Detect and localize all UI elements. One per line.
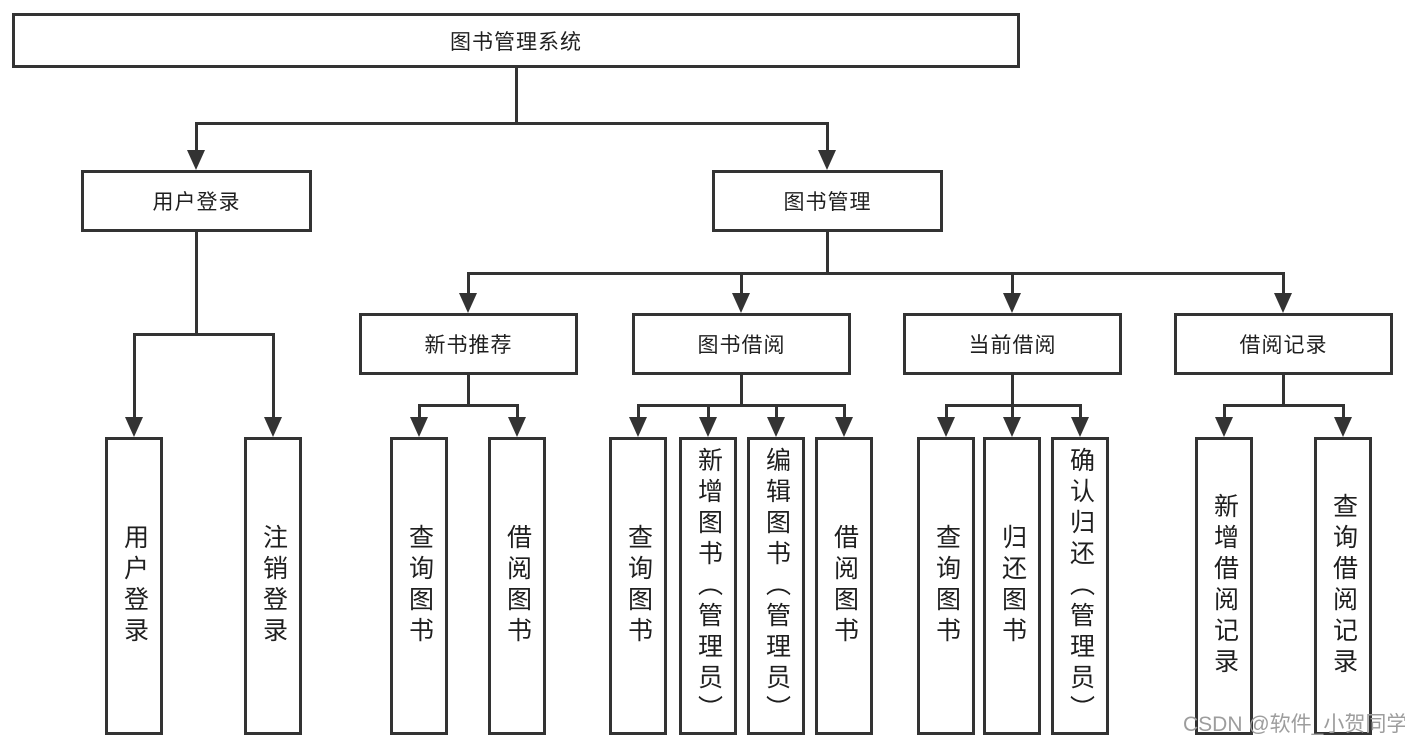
leaf-query-borrow-record: 查询借阅记录 bbox=[1314, 437, 1372, 735]
leaf-query-books-recommend: 查询图书 bbox=[390, 437, 448, 735]
connector-vline bbox=[1011, 272, 1014, 295]
node-library-management-system: 图书管理系统 bbox=[12, 13, 1020, 68]
csdn-watermark: CSDN @软件_小贺同学 bbox=[1183, 713, 1405, 736]
arrow-down-icon bbox=[1334, 417, 1352, 437]
connector-vline bbox=[707, 404, 710, 420]
arrow-down-icon bbox=[264, 417, 282, 437]
leaf-add-borrow-record: 新增借阅记录 bbox=[1195, 437, 1253, 735]
connector-vline bbox=[740, 375, 743, 407]
connector-vline bbox=[467, 375, 470, 407]
leaf-logout: 注销登录 bbox=[244, 437, 302, 735]
node-label: 用户登录 bbox=[152, 191, 241, 214]
arrow-down-icon bbox=[732, 293, 750, 313]
connector-vline bbox=[637, 404, 640, 420]
connector-vline bbox=[515, 68, 518, 124]
leaf-return-books: 归还图书 bbox=[983, 437, 1041, 735]
connector-vline bbox=[467, 272, 470, 295]
connector-vline bbox=[843, 404, 846, 420]
leaf-label: 借阅图书 bbox=[830, 524, 859, 648]
leaf-query-books-current: 查询图书 bbox=[917, 437, 975, 735]
connector-hline bbox=[195, 122, 829, 125]
arrow-down-icon bbox=[125, 417, 143, 437]
leaf-edit-books-admin: 编辑图书（管理员） bbox=[747, 437, 805, 735]
node-user-login: 用户登录 bbox=[81, 170, 312, 232]
connector-vline bbox=[740, 272, 743, 295]
arrow-down-icon bbox=[1003, 417, 1021, 437]
arrow-down-icon bbox=[508, 417, 526, 437]
node-label: 新书推荐 bbox=[424, 334, 513, 357]
leaf-confirm-return-admin: 确认归还（管理员） bbox=[1051, 437, 1109, 735]
arrow-down-icon bbox=[187, 150, 205, 170]
connector-vline bbox=[195, 122, 198, 154]
connector-vline bbox=[945, 404, 948, 420]
leaf-label: 用户登录 bbox=[120, 524, 149, 648]
leaf-label: 查询图书 bbox=[932, 524, 961, 648]
arrow-down-icon bbox=[937, 417, 955, 437]
leaf-label: 确认归还（管理员） bbox=[1066, 446, 1095, 726]
connector-vline bbox=[826, 232, 829, 275]
connector-hline bbox=[1223, 404, 1345, 407]
connector-vline bbox=[775, 404, 778, 420]
arrow-down-icon bbox=[629, 417, 647, 437]
leaf-label: 借阅图书 bbox=[503, 524, 532, 648]
leaf-query-books-borrow: 查询图书 bbox=[609, 437, 667, 735]
connector-vline bbox=[195, 232, 198, 336]
node-new-book-recommendation: 新书推荐 bbox=[359, 313, 578, 375]
leaf-label: 新增图书（管理员） bbox=[694, 446, 723, 726]
connector-vline bbox=[1011, 404, 1014, 420]
connector-vline bbox=[1079, 404, 1082, 420]
arrow-down-icon bbox=[699, 417, 717, 437]
arrow-down-icon bbox=[835, 417, 853, 437]
connector-vline bbox=[1011, 375, 1014, 407]
connector-hline bbox=[133, 333, 275, 336]
arrow-down-icon bbox=[1071, 417, 1089, 437]
leaf-label: 新增借阅记录 bbox=[1210, 493, 1239, 679]
connector-vline bbox=[1282, 375, 1285, 407]
node-book-borrowing: 图书借阅 bbox=[632, 313, 851, 375]
node-label: 图书管理 bbox=[783, 191, 872, 214]
connector-vline bbox=[516, 404, 519, 420]
arrow-down-icon bbox=[1274, 293, 1292, 313]
node-label: 图书管理系统 bbox=[450, 30, 582, 54]
arrow-down-icon bbox=[1215, 417, 1233, 437]
leaf-borrow-books-recommend: 借阅图书 bbox=[488, 437, 546, 735]
arrow-down-icon bbox=[767, 417, 785, 437]
node-label: 图书借阅 bbox=[697, 334, 786, 357]
connector-vline bbox=[418, 404, 421, 420]
leaf-user-login: 用户登录 bbox=[105, 437, 163, 735]
node-current-borrowing: 当前借阅 bbox=[903, 313, 1122, 375]
node-borrowing-records: 借阅记录 bbox=[1174, 313, 1393, 375]
arrow-down-icon bbox=[459, 293, 477, 313]
node-book-management: 图书管理 bbox=[712, 170, 943, 232]
arrow-down-icon bbox=[1003, 293, 1021, 313]
connector-vline bbox=[1282, 272, 1285, 295]
arrow-down-icon bbox=[410, 417, 428, 437]
arrow-down-icon bbox=[818, 150, 836, 170]
leaf-borrow-books: 借阅图书 bbox=[815, 437, 873, 735]
leaf-label: 查询图书 bbox=[624, 524, 653, 648]
node-label: 借阅记录 bbox=[1239, 334, 1328, 357]
node-label: 当前借阅 bbox=[968, 334, 1057, 357]
leaf-label: 注销登录 bbox=[259, 524, 288, 648]
leaf-add-books-admin: 新增图书（管理员） bbox=[679, 437, 737, 735]
connector-hline bbox=[637, 404, 846, 407]
connector-vline bbox=[1342, 404, 1345, 420]
connector-vline bbox=[133, 333, 136, 421]
leaf-label: 查询图书 bbox=[405, 524, 434, 648]
connector-vline bbox=[1223, 404, 1226, 420]
leaf-label: 查询借阅记录 bbox=[1329, 493, 1358, 679]
connector-vline bbox=[272, 333, 275, 421]
leaf-label: 编辑图书（管理员） bbox=[762, 446, 791, 726]
leaf-label: 归还图书 bbox=[998, 524, 1027, 648]
connector-hline bbox=[418, 404, 519, 407]
connector-hline bbox=[467, 272, 1285, 275]
connector-vline bbox=[826, 122, 829, 154]
